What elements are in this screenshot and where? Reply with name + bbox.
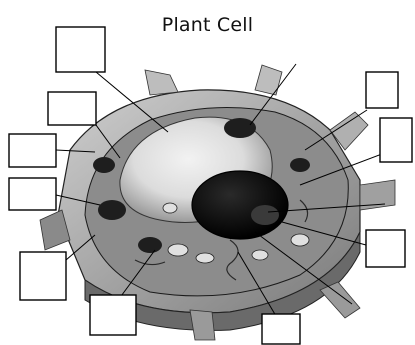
label-box[interactable] <box>9 178 56 210</box>
label-box[interactable] <box>48 92 96 125</box>
chloroplast <box>93 157 115 173</box>
label-box[interactable] <box>90 295 136 335</box>
label-box[interactable] <box>366 230 405 267</box>
mitochondrion <box>196 253 214 263</box>
chloroplast <box>224 118 256 138</box>
label-box[interactable] <box>56 27 105 72</box>
label-box[interactable] <box>262 314 300 344</box>
chloroplast <box>138 237 162 253</box>
mitochondrion <box>163 203 177 213</box>
label-box[interactable] <box>380 118 412 162</box>
mitochondrion <box>168 244 188 256</box>
label-box[interactable] <box>9 134 56 167</box>
chloroplast <box>290 158 310 172</box>
label-box[interactable] <box>20 252 66 300</box>
label-box[interactable] <box>366 72 398 108</box>
mitochondrion <box>291 234 309 246</box>
mitochondrion <box>252 250 268 260</box>
chloroplast <box>98 200 126 220</box>
nucleolus <box>251 205 279 225</box>
nucleus <box>192 171 288 239</box>
